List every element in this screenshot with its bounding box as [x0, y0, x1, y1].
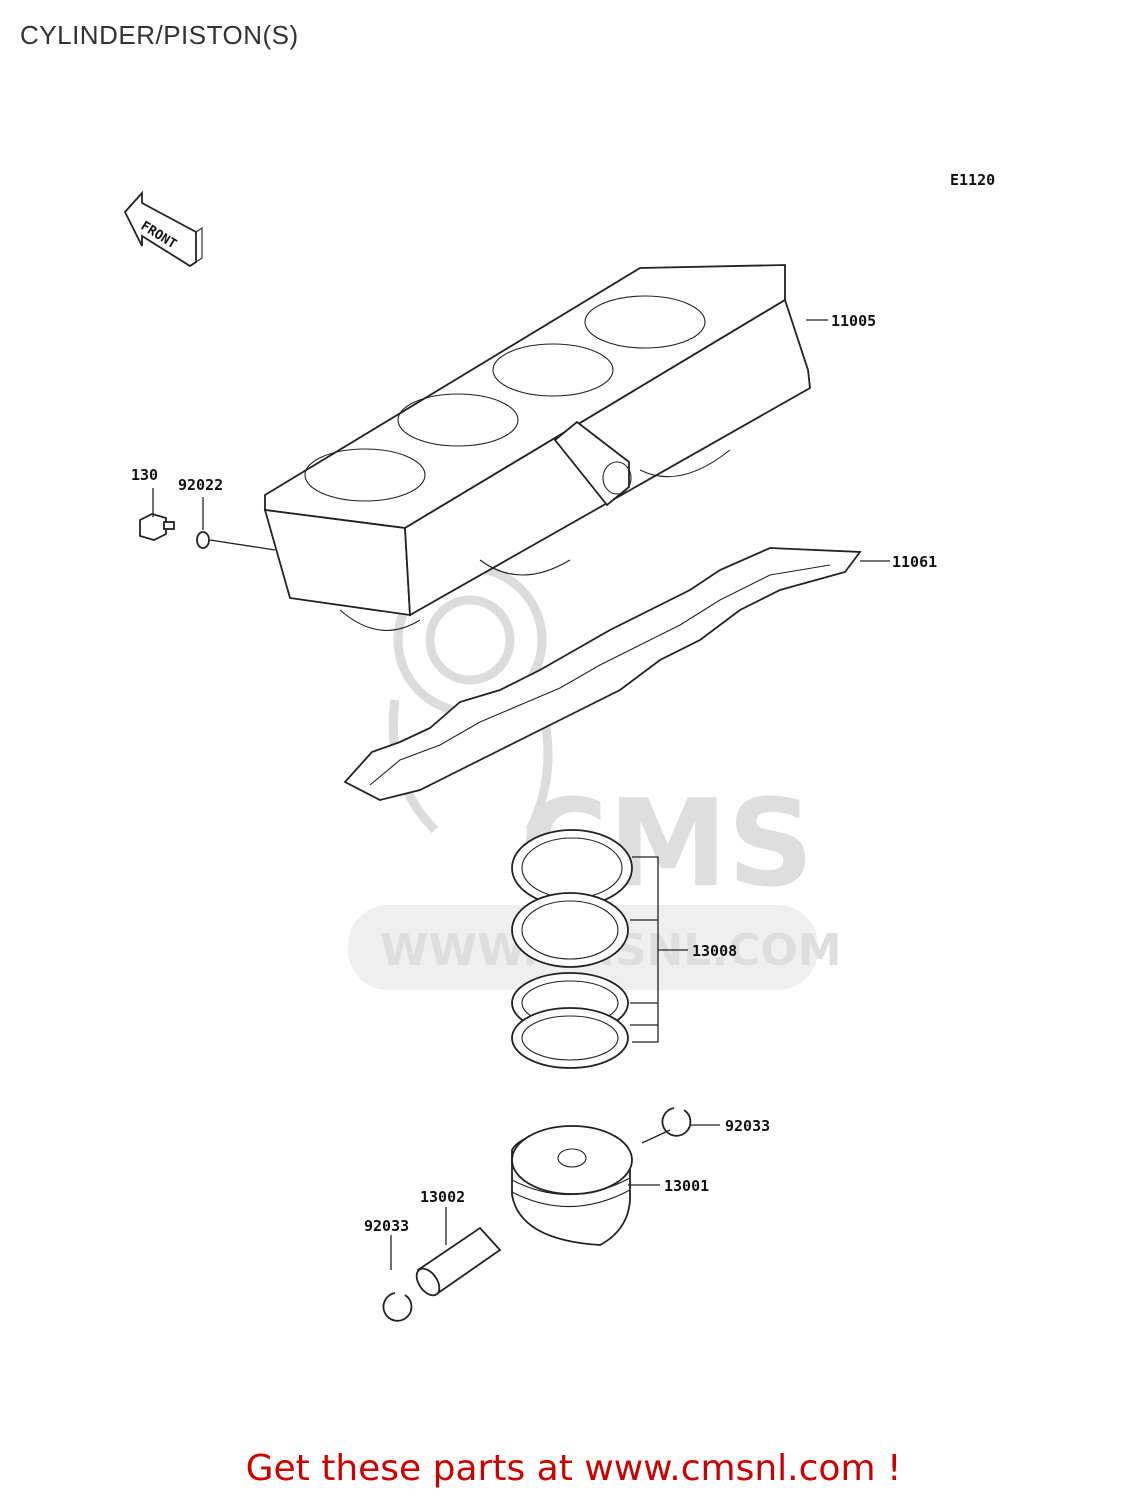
head-gasket [343, 547, 862, 801]
piston-pin [415, 1226, 502, 1297]
leader-lines [152, 319, 890, 1270]
part-label[interactable]: 13008 [692, 942, 737, 960]
piston-rings [511, 829, 633, 1069]
bolt-icon [139, 513, 175, 541]
part-label[interactable]: 13002 [420, 1188, 465, 1206]
circlip-icon-right [661, 1107, 692, 1137]
part-label[interactable]: 11005 [831, 312, 876, 330]
part-label[interactable]: 11061 [892, 553, 937, 571]
front-arrow-icon: FRONT [123, 190, 203, 268]
part-label[interactable]: 130 [131, 466, 158, 484]
part-label[interactable]: 92033 [364, 1217, 409, 1235]
footer-link[interactable]: Get these parts at www.cmsnl.com ! [245, 1448, 902, 1489]
diagram-code: E1120 [950, 171, 995, 189]
piston [511, 1125, 633, 1246]
part-label[interactable]: 92022 [178, 476, 223, 494]
page-title: CYLINDER/PISTON(S) [20, 20, 299, 50]
part-label[interactable]: 13001 [664, 1177, 709, 1195]
washer-icon [196, 531, 210, 549]
cylinder-block [263, 264, 811, 631]
circlip-icon-left [382, 1292, 413, 1322]
part-label[interactable]: 92033 [725, 1117, 770, 1135]
